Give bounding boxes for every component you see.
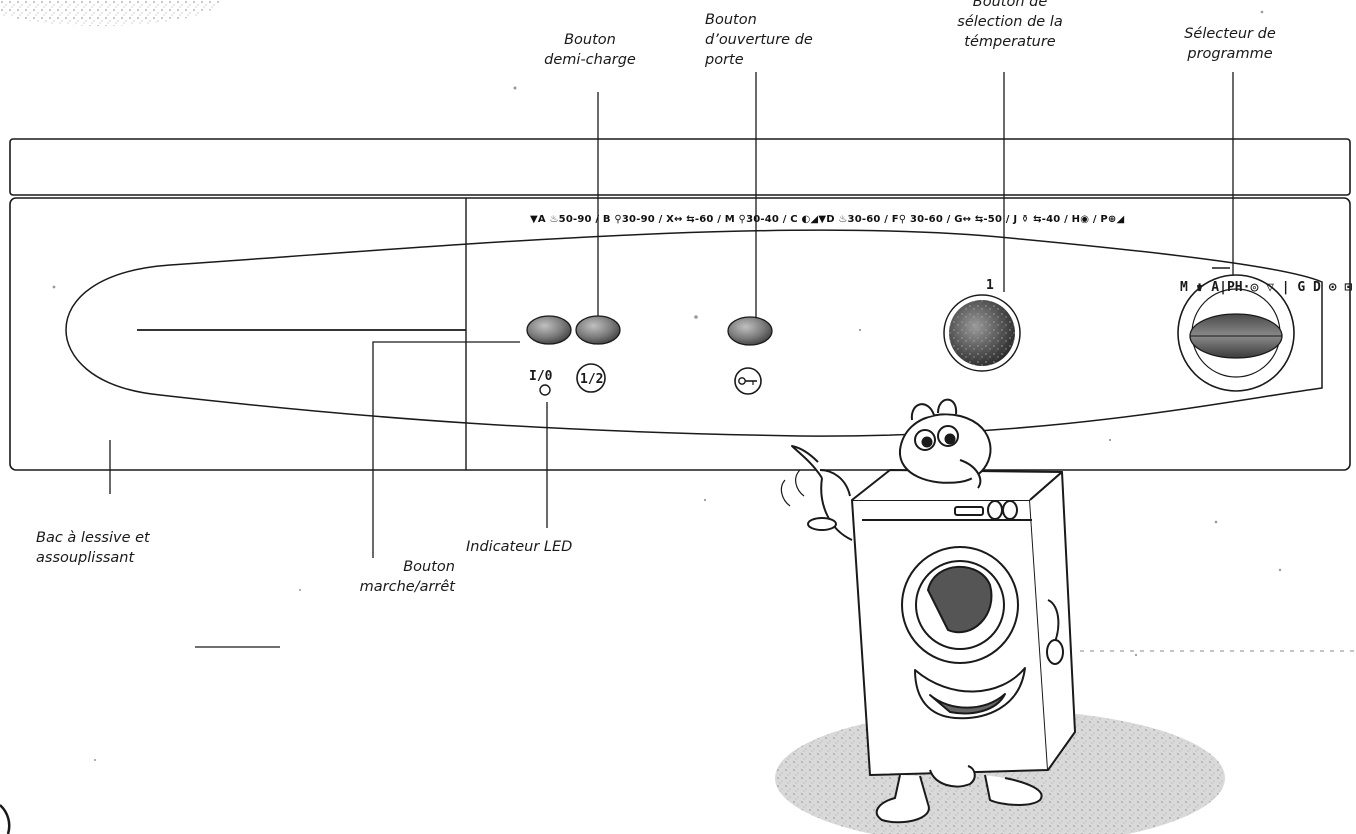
power-marking: I/0 bbox=[529, 369, 553, 384]
half-load-button[interactable] bbox=[575, 315, 621, 345]
temperature-label: Bouton de sélection de la témperature bbox=[957, 0, 1063, 50]
control-panel bbox=[9, 197, 1351, 471]
door-open-button[interactable] bbox=[727, 316, 773, 346]
power-button[interactable] bbox=[526, 315, 572, 345]
half-load-label: Bouton demi-charge bbox=[544, 32, 636, 68]
corner-speckle-blob bbox=[0, 0, 220, 26]
program-selector-label: Sélecteur de programme bbox=[1184, 26, 1276, 62]
leader-lines bbox=[109, 72, 1234, 558]
key-icon bbox=[734, 367, 762, 395]
page-corner-mark bbox=[0, 804, 11, 834]
half-load-symbol bbox=[576, 363, 606, 393]
detergent-drawer-label: Bac à lessive et assouplissant bbox=[36, 530, 150, 566]
temperature-tick: 1 bbox=[986, 278, 994, 293]
program-selector-dial[interactable] bbox=[1177, 274, 1295, 392]
temperature-knob[interactable] bbox=[943, 294, 1021, 372]
top-panel-strip bbox=[9, 138, 1351, 196]
door-open-label: Bouton d’ouverture de porte bbox=[705, 12, 813, 68]
led-indicator-label: Indicateur LED bbox=[466, 539, 573, 555]
mascot-washing-machine bbox=[780, 398, 1076, 824]
panel-recess-outline bbox=[65, 229, 1323, 437]
half-load-marking: 1/2 bbox=[580, 372, 603, 387]
led-indicator bbox=[539, 384, 551, 396]
dial-ring-markings: M ⚱ A|PH·◎ ▽ | G D ⊙ ⊡ ◁ bbox=[1180, 280, 1356, 295]
program-strip: ▼A ♨50-90 / B ⚲30-90 / X↔ ⇆-60 / M ⚲30-4… bbox=[530, 214, 1125, 225]
power-button-label: Bouton marche/arrêt bbox=[359, 559, 455, 595]
speckle-dots bbox=[52, 10, 1282, 761]
